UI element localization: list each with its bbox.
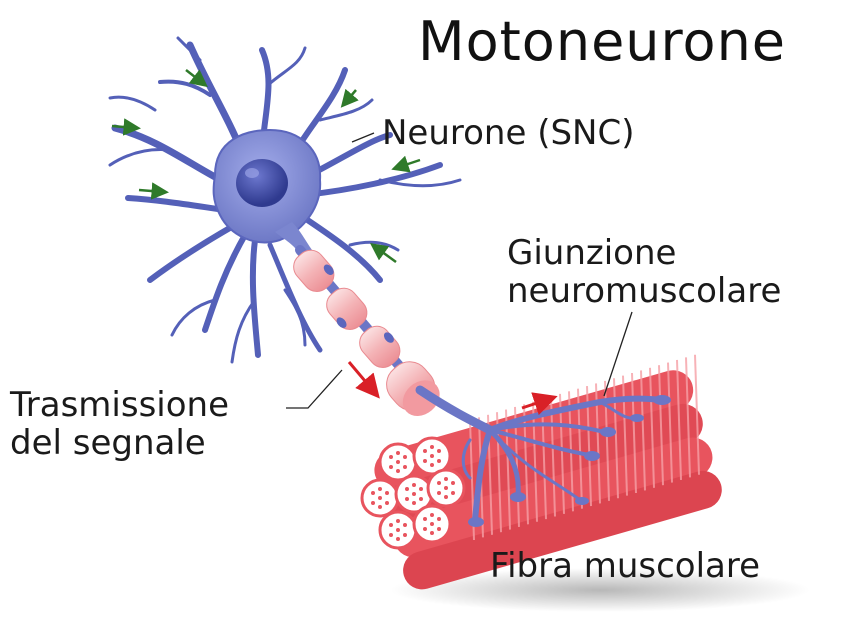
label-signal-line2: del segnale bbox=[10, 423, 206, 464]
signal-direction-arrows bbox=[347, 361, 558, 416]
label-junction-line2: neuromuscolare bbox=[507, 271, 782, 312]
label-signal-transmission: Trasmissione del segnale bbox=[10, 386, 229, 462]
motor-end-plates bbox=[468, 395, 671, 527]
diagram-title: Motoneurone bbox=[418, 10, 787, 73]
label-junction-line1: Giunzione bbox=[507, 233, 677, 273]
label-neuromuscular-junction: Giunzione neuromuscolare bbox=[507, 234, 781, 310]
leader-lines bbox=[286, 132, 633, 409]
myelin-sheath bbox=[293, 249, 440, 417]
label-signal-line1: Trasmissione bbox=[10, 385, 230, 425]
nucleus bbox=[236, 159, 288, 207]
label-muscle-fiber: Fibra muscolare bbox=[490, 546, 761, 586]
input-signal-arrows bbox=[111, 69, 421, 264]
label-neuron: Neurone (SNC) bbox=[382, 113, 635, 153]
muscle-shadow bbox=[390, 568, 810, 612]
